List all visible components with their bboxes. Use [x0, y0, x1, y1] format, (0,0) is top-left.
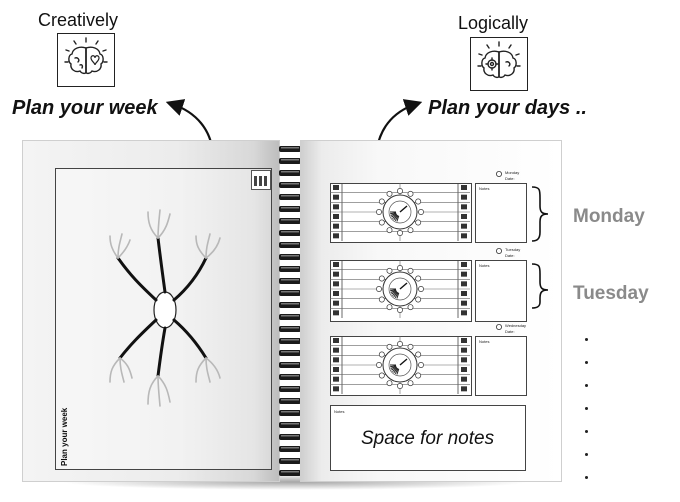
plan-week-spine-title: Plan your week [60, 407, 69, 466]
spiral-coil-highlight [281, 171, 299, 173]
continuation-dot [585, 361, 588, 364]
spiral-coil-highlight [281, 279, 299, 281]
spiral-coil-highlight [281, 159, 299, 161]
day-header-monday: Monday [505, 170, 520, 175]
spiral-coil [279, 242, 301, 248]
brain-heart-icon [57, 33, 115, 87]
plan-days-tagline: Plan your days .. [428, 97, 587, 119]
day-planner-monday [330, 183, 472, 243]
spiral-coil [279, 434, 301, 440]
continuation-dot [585, 384, 588, 387]
day-planner-tuesday [330, 260, 472, 322]
spiral-coil-highlight [281, 207, 299, 209]
spiral-coil-highlight [281, 387, 299, 389]
day-notes-tuesday: Notes [475, 260, 527, 322]
spiral-coil [279, 218, 301, 224]
date-label-tuesday: Date: [505, 253, 515, 258]
day-planner-wednesday [330, 336, 472, 396]
braces [531, 186, 549, 309]
brace-tuesday [531, 263, 549, 309]
spiral-coil-highlight [281, 363, 299, 365]
continuation-dot [585, 338, 588, 341]
spiral-coil-highlight [281, 447, 299, 449]
spiral-coil [279, 374, 301, 380]
spiral-coil-highlight [281, 327, 299, 329]
logically-label: Logically [458, 13, 529, 33]
spiral-coil-highlight [281, 267, 299, 269]
spiral-coil-highlight [281, 195, 299, 197]
spiral-coil-highlight [281, 315, 299, 317]
spiral-coil [279, 350, 301, 356]
spiral-coil [279, 386, 301, 392]
spiral-coil [279, 182, 301, 188]
notes-box-label: Notes [334, 409, 345, 414]
side-label-tuesday: Tuesday [573, 283, 649, 304]
spiral-coil-highlight [281, 303, 299, 305]
notes-space-text: Space for notes [361, 428, 495, 449]
spiral-coil-highlight [281, 219, 299, 221]
date-label-monday: Date: [505, 176, 515, 181]
spiral-coil-highlight [281, 339, 299, 341]
day-notes-wednesday: Notes [475, 336, 527, 396]
spiral-coil-highlight [281, 231, 299, 233]
spiral-coil [279, 206, 301, 212]
spiral-coil [279, 278, 301, 284]
spiral-coil [279, 422, 301, 428]
spiral-coil-highlight [281, 255, 299, 257]
spiral-coil [279, 170, 301, 176]
plan-week-tagline: Plan your week [12, 97, 158, 119]
spiral-coil-highlight [281, 375, 299, 377]
spiral-coil [279, 158, 301, 164]
day-notes-monday: Notes [475, 183, 527, 243]
notes-label: Notes [479, 263, 490, 268]
spiral-coil [279, 458, 301, 464]
spiral-coil-highlight [281, 435, 299, 437]
spiral-coil [279, 290, 301, 296]
spiral-coil [279, 326, 301, 332]
continuation-dot [585, 407, 588, 410]
spiral-coil [279, 362, 301, 368]
continuation-dot [585, 430, 588, 433]
brain-gear-icon [470, 37, 528, 91]
spiral-binding [279, 146, 301, 476]
mini-calendar [251, 170, 271, 190]
notes-label: Notes [479, 186, 490, 191]
spiral-coil [279, 230, 301, 236]
spiral-coil-highlight [281, 459, 299, 461]
notes-space-box: Notes Space for notes [330, 405, 526, 471]
spiral-coil [279, 446, 301, 452]
spiral-coil-highlight [281, 183, 299, 185]
spiral-coil [279, 254, 301, 260]
creatively-label: Creatively [38, 10, 119, 30]
spiral-coil [279, 146, 301, 152]
spiral-coil [279, 398, 301, 404]
side-label-monday: Monday [573, 206, 645, 227]
spiral-coil [279, 314, 301, 320]
spiral-coil-highlight [281, 423, 299, 425]
continuation-dot [585, 476, 588, 479]
spiral-coil-highlight [281, 291, 299, 293]
notes-label: Notes [479, 339, 490, 344]
spiral-coil [279, 194, 301, 200]
spiral-coil [279, 410, 301, 416]
day-header-wednesday: Wednesday [505, 323, 527, 328]
spiral-coil [279, 470, 301, 476]
spiral-coil [279, 302, 301, 308]
spiral-coil [279, 338, 301, 344]
spiral-coil-highlight [281, 471, 299, 473]
spiral-coil [279, 266, 301, 272]
left-page [22, 140, 280, 482]
brace-monday [531, 186, 549, 242]
continuation-dot [585, 453, 588, 456]
spiral-coil-highlight [281, 243, 299, 245]
spiral-coil-highlight [281, 411, 299, 413]
mind-map [109, 209, 221, 407]
day-header-tuesday: Tuesday [505, 247, 521, 252]
spiral-coil-highlight [281, 351, 299, 353]
date-label-wednesday: Date: [505, 329, 515, 334]
spiral-coil-highlight [281, 399, 299, 401]
spiral-coil-highlight [281, 147, 299, 149]
